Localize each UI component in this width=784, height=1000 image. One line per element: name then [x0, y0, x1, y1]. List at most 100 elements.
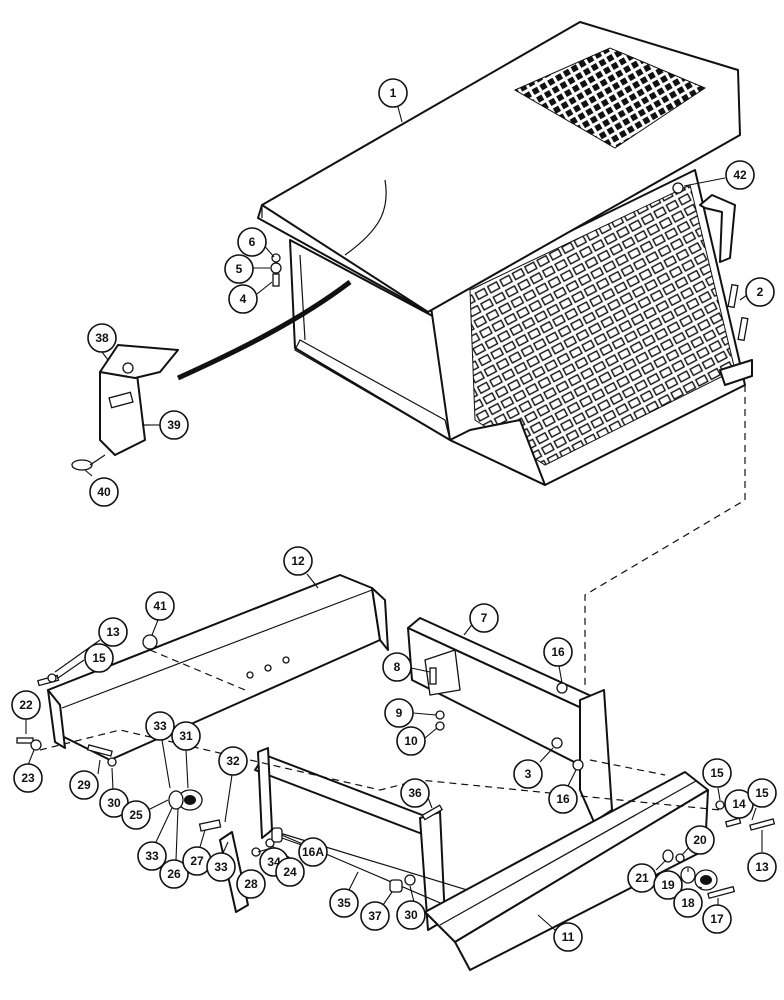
bolt-36	[421, 804, 444, 821]
canopy-roof-vent	[513, 47, 707, 149]
leader-9	[412, 712, 437, 716]
svg-text:12: 12	[291, 554, 305, 568]
washer-20	[675, 853, 685, 863]
svg-text:15: 15	[755, 786, 769, 800]
leader-15c	[751, 807, 757, 821]
bolt-4	[272, 273, 280, 287]
callout-21: 21	[627, 863, 657, 893]
svg-text:6: 6	[249, 235, 256, 249]
bushing-31-core	[184, 795, 196, 805]
leader-8	[410, 667, 431, 673]
callout-2: 2	[745, 277, 775, 307]
callout-16a: 16	[543, 637, 573, 667]
canopy-assembly	[176, 21, 753, 486]
canopy-inner-edge	[299, 254, 306, 341]
callout-5: 5	[224, 254, 254, 284]
leader-15a	[57, 659, 85, 679]
callout-11: 11	[553, 922, 583, 952]
dash-cover-to-linkage	[39, 729, 721, 811]
leader-42	[683, 177, 726, 187]
leader-31	[185, 749, 189, 789]
bolt-17	[707, 885, 736, 900]
bolt-29	[86, 744, 113, 757]
washer-21	[662, 849, 674, 863]
callout-9: 9	[384, 698, 414, 728]
washer-30a	[107, 757, 117, 767]
leader-33c	[222, 841, 229, 854]
canopy-bottom-flare	[449, 419, 546, 486]
svg-text:33: 33	[145, 849, 159, 863]
svg-text:16A: 16A	[302, 845, 324, 859]
callout-19: 19	[653, 870, 683, 900]
leader-21	[655, 859, 667, 871]
leader-33b	[155, 807, 173, 843]
bolt-14	[724, 817, 742, 828]
left-cover-assembly	[47, 574, 389, 761]
svg-text:15: 15	[710, 766, 724, 780]
svg-text:32: 32	[226, 754, 240, 768]
callout-18: 18	[673, 888, 703, 918]
callout-6: 6	[237, 227, 267, 257]
washer-23	[30, 739, 42, 751]
svg-text:20: 20	[693, 833, 707, 847]
callout-7: 7	[469, 603, 499, 633]
svg-text:27: 27	[190, 854, 204, 868]
leader-29	[97, 759, 101, 775]
svg-text:38: 38	[95, 331, 109, 345]
svg-text:40: 40	[97, 485, 111, 499]
leader-23	[27, 749, 35, 766]
callout-23: 23	[13, 763, 43, 793]
nut-6	[271, 253, 281, 263]
leader-12	[306, 573, 319, 589]
callout-12: 12	[283, 546, 313, 576]
svg-text:15: 15	[92, 651, 106, 665]
svg-text:25: 25	[129, 808, 143, 822]
svg-text:8: 8	[394, 660, 401, 674]
callout-26: 26	[159, 859, 189, 889]
callout-16b: 16	[548, 784, 578, 814]
svg-text:22: 22	[19, 698, 33, 712]
callout-8: 8	[382, 652, 412, 682]
rear-frame-upright	[579, 689, 613, 823]
bushing-18-core	[700, 875, 712, 885]
washer-15b	[715, 800, 725, 810]
svg-text:36: 36	[408, 786, 422, 800]
callout-40: 40	[89, 477, 119, 507]
leader-32	[224, 774, 233, 823]
svg-text:2: 2	[757, 285, 764, 299]
leader-40	[84, 469, 93, 477]
dash-canopy-to-frame	[584, 385, 746, 690]
bolt-13b	[749, 818, 776, 831]
leader-35	[348, 871, 359, 891]
left-cover-end	[371, 587, 389, 651]
decal-label-block	[108, 391, 134, 409]
bolt-8	[429, 667, 437, 685]
spacer-19	[680, 866, 696, 884]
dash-41-to-cover	[149, 649, 246, 691]
svg-text:30: 30	[404, 908, 418, 922]
strap-loop	[71, 459, 93, 471]
leader-16b	[567, 769, 577, 787]
canopy-side-grille	[469, 184, 736, 466]
callout-20: 20	[685, 825, 715, 855]
canopy-cable	[176, 280, 352, 381]
callout-41: 41	[145, 591, 175, 621]
leader-33a	[161, 739, 171, 789]
hardware	[16, 182, 776, 900]
svg-text:39: 39	[167, 418, 181, 432]
callout-3: 3	[513, 759, 543, 789]
nut-41	[142, 634, 158, 650]
callout-39: 39	[159, 410, 189, 440]
left-cover-hole-3	[282, 656, 290, 664]
svg-text:18: 18	[681, 896, 695, 910]
svg-text:17: 17	[710, 912, 724, 926]
washer-15a	[47, 673, 57, 683]
svg-text:35: 35	[337, 896, 351, 910]
svg-text:26: 26	[167, 867, 181, 881]
svg-text:13: 13	[106, 625, 120, 639]
leader-27	[199, 829, 206, 848]
leader-18	[698, 886, 703, 889]
svg-text:3: 3	[525, 767, 532, 781]
left-cover-hole-1	[246, 671, 254, 679]
svg-text:28: 28	[244, 877, 258, 891]
